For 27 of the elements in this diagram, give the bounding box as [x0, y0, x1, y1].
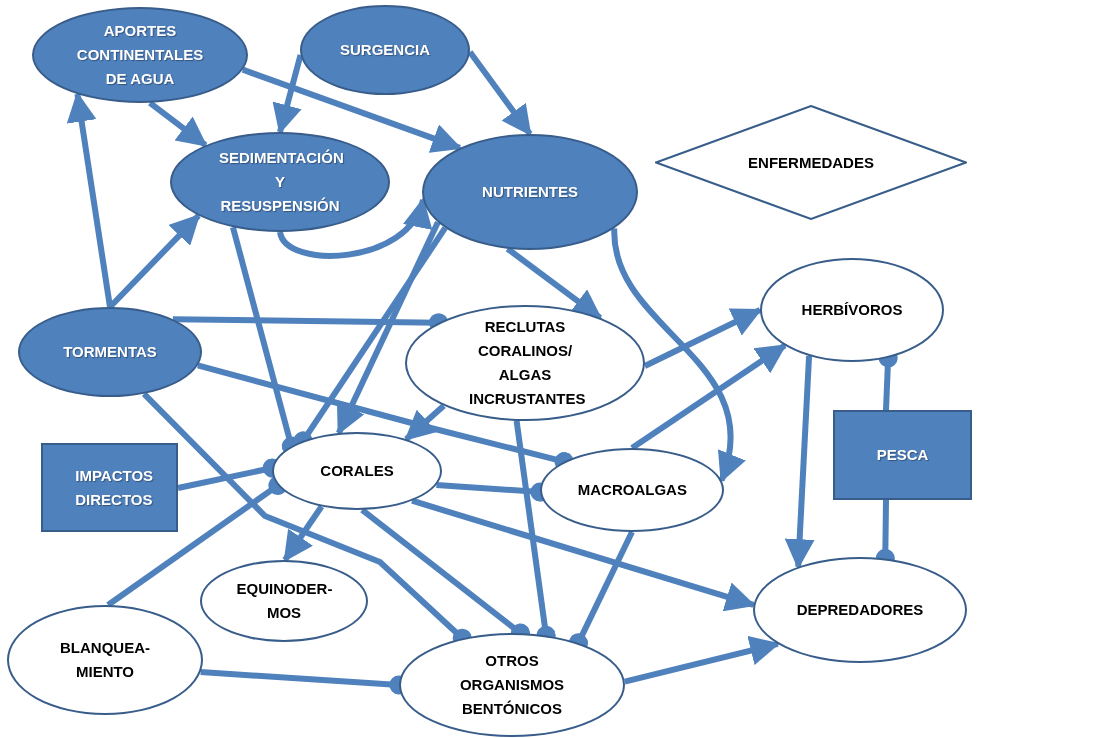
arrow [611, 228, 744, 483]
node-label: NUTRIENTES [481, 182, 579, 202]
node-label: TORMENTAS [62, 342, 158, 362]
arrow [272, 54, 304, 135]
node-label: SURGENCIA [339, 40, 431, 60]
node-label: IMPACTOS DIRECTOS [74, 465, 155, 510]
node-label: APORTES CONTINENTALES DE AGUA [75, 21, 205, 89]
node-label: HERBÍVOROS [800, 300, 904, 320]
arrow [784, 355, 815, 570]
arrow [107, 213, 201, 310]
node-label: ENFERMEDADES [747, 152, 875, 173]
arrow [630, 343, 787, 451]
rect-node [833, 410, 972, 500]
node-label: SEDIMENTACIÓN Y RESUSPENSIÓN [218, 148, 345, 216]
node-label: PESCA [875, 445, 930, 465]
arrow [66, 91, 113, 308]
node-label: DEPREDADORES [795, 600, 925, 620]
node-label: MACROALGAS [576, 480, 688, 500]
rect-node [41, 443, 178, 532]
diamond-node [655, 105, 967, 220]
node-label: OTROS ORGANISMOS BENTÓNICOS [458, 651, 566, 719]
node-label: CORALES [319, 461, 395, 481]
node-label: EQUINODER- MOS [235, 579, 334, 623]
node-label: BLANQUEA- MIENTO [59, 638, 151, 682]
arrow [148, 100, 208, 148]
node-label: RECLUTAS CORALINOS/ ALGAS INCRUSTANTES [468, 317, 587, 409]
arrow [624, 635, 781, 685]
